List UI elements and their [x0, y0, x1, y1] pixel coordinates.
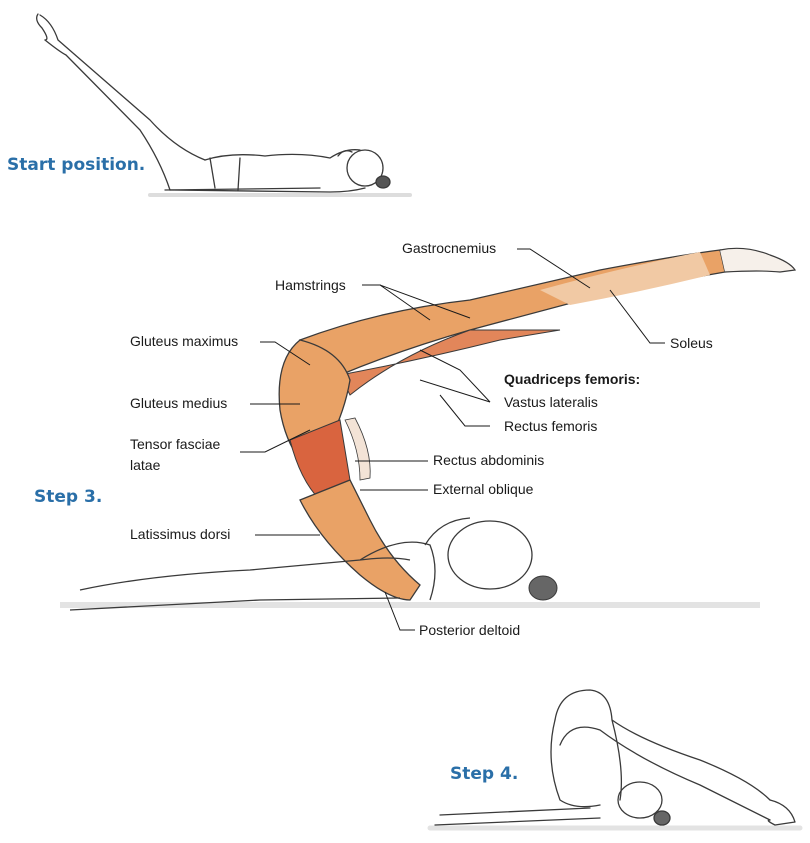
step4-label: Step 4.	[450, 764, 519, 784]
step3-figure	[60, 247, 797, 611]
label-external-oblique: External oblique	[433, 481, 534, 497]
step4-figure	[427, 689, 803, 831]
label-posterior-deltoid: Posterior deltoid	[419, 622, 521, 638]
label-gluteus-medius: Gluteus medius	[130, 395, 228, 411]
label-soleus: Soleus	[670, 335, 713, 351]
label-tensor-fasciae-line1: Tensor fasciae	[130, 436, 221, 452]
label-tensor-fasciae-line2: latae	[130, 457, 161, 473]
label-rectus-femoris: Rectus femoris	[504, 418, 598, 434]
label-latissimus-dorsi: Latissimus dorsi	[130, 526, 231, 542]
quadriceps-muscle	[339, 329, 561, 396]
start-position-figure	[36, 13, 412, 197]
label-vastus-lateralis: Vastus lateralis	[504, 394, 598, 410]
label-gluteus-maximus: Gluteus maximus	[130, 333, 239, 349]
label-quadriceps-heading: Quadriceps femoris:	[504, 371, 641, 387]
leader-lines	[240, 248, 665, 631]
label-gastrocnemius: Gastrocnemius	[402, 240, 497, 256]
latissimus-muscle	[299, 479, 421, 601]
label-hamstrings: Hamstrings	[275, 277, 346, 293]
start-position-label: Start position.	[7, 155, 146, 175]
label-rectus-abdominis: Rectus abdominis	[433, 452, 545, 468]
step3-label: Step 3.	[34, 487, 103, 507]
